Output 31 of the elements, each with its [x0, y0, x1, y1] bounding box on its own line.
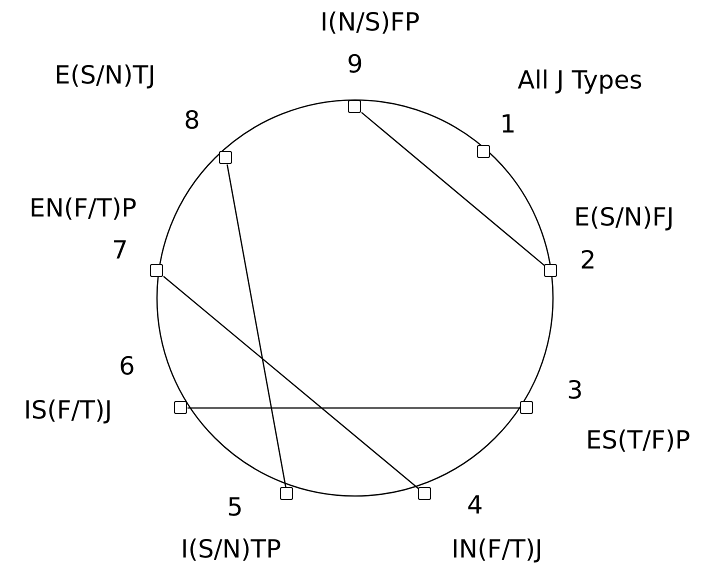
- number-label: 5: [227, 492, 243, 522]
- number-label: 3: [567, 376, 583, 404]
- number-label: 6: [119, 352, 135, 380]
- number-label: 7: [112, 236, 128, 264]
- point-marker: [544, 264, 557, 277]
- point-marker: [348, 100, 361, 113]
- type-label: E(S/N)FJ: [574, 202, 674, 232]
- number-label: 8: [184, 106, 200, 134]
- point-marker: [418, 487, 431, 500]
- type-label: I(S/N)TP: [180, 534, 282, 564]
- connector-line: [226, 164, 286, 488]
- type-label: I(N/S)FP: [320, 8, 420, 36]
- number-label: 9: [347, 50, 363, 78]
- point-marker: [280, 487, 293, 500]
- connector-line: [361, 112, 545, 266]
- type-label: ES(T/F)P: [586, 426, 690, 454]
- type-label: IN(F/T)J: [451, 534, 543, 564]
- type-label: E(S/N)TJ: [54, 60, 156, 90]
- number-label: 1: [500, 110, 516, 138]
- point-marker: [174, 401, 187, 414]
- type-label: EN(F/T)P: [29, 194, 137, 222]
- point-marker: [150, 264, 163, 277]
- connector-line: [188, 407, 520, 409]
- connector-line: [163, 276, 419, 490]
- type-label: IS(F/T)J: [24, 396, 112, 424]
- point-marker: [477, 145, 490, 158]
- number-label: 2: [580, 246, 596, 274]
- point-marker: [520, 401, 533, 414]
- type-label: All J Types: [518, 66, 642, 94]
- point-marker: [219, 151, 232, 164]
- number-label: 4: [467, 490, 483, 520]
